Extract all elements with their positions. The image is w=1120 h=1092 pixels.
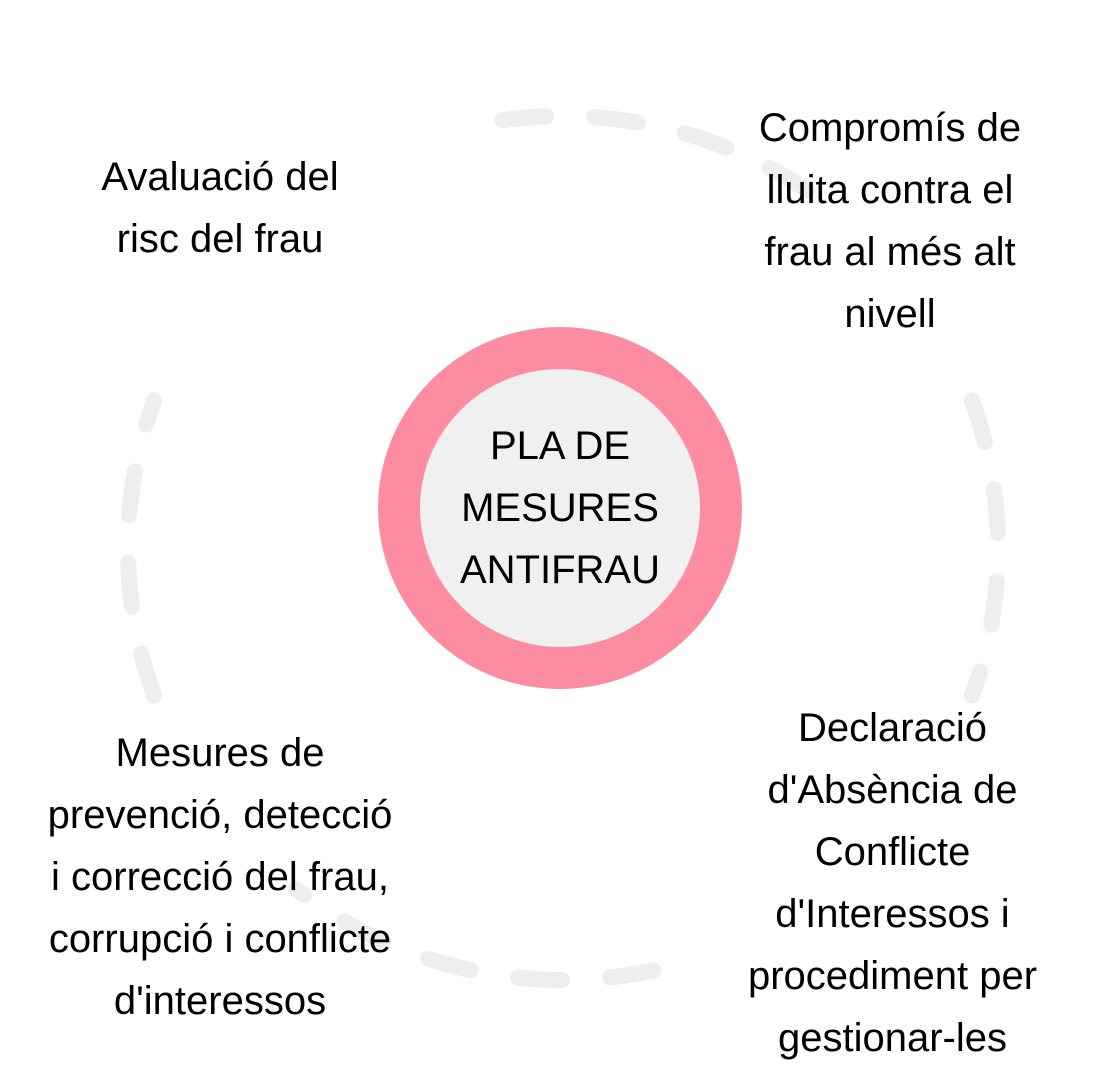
node-text-line: frau al més alt xyxy=(764,230,1016,274)
dashed-ring-arc xyxy=(494,108,839,216)
node-text-line: corrupció i conflicte xyxy=(48,917,392,961)
node-text-line: Declaració xyxy=(798,706,987,750)
node-conflict-declaration: Declaració d'Absència de Conflicte d'Int… xyxy=(720,697,1065,1069)
node-text-line: Avaluació del xyxy=(101,155,339,199)
center-title-line: PLA DE xyxy=(489,424,631,468)
center-title: PLA DE MESURES ANTIFRAU xyxy=(440,415,680,601)
node-text-line: i correcció del frau, xyxy=(51,855,389,899)
center-circle-inner: PLA DE MESURES ANTIFRAU xyxy=(420,369,700,647)
node-text-line: d'interessos xyxy=(113,979,327,1023)
dashed-ring-arc xyxy=(963,392,1007,704)
node-text-line: gestionar-les xyxy=(777,1016,1007,1060)
node-text-line: lluita contra el xyxy=(766,168,1014,212)
node-text-line: d'Interessos i xyxy=(775,892,1010,936)
node-text-line: nivell xyxy=(844,292,936,336)
node-text-line: d'Absència de xyxy=(767,768,1018,812)
center-title-line: ANTIFRAU xyxy=(460,548,660,592)
node-text-line: Mesures de xyxy=(115,731,325,775)
dashed-ring-arc xyxy=(287,880,662,988)
center-title-line: MESURES xyxy=(461,486,659,530)
node-text-line: risc del frau xyxy=(116,217,324,261)
node-text-line: Conflicte xyxy=(814,830,971,874)
node-text-line: Compromís de xyxy=(758,106,1022,150)
node-text-line: procediment per xyxy=(747,954,1038,998)
dashed-ring-arc xyxy=(119,392,163,704)
node-commitment: Compromís de lluita contra el frau al mé… xyxy=(735,97,1045,345)
node-text-line: prevenció, detecció xyxy=(47,793,393,837)
node-risk-assessment: Avaluació del risc del frau xyxy=(60,146,380,270)
center-circle: PLA DE MESURES ANTIFRAU xyxy=(378,327,742,689)
node-prevention-measures: Mesures de prevenció, detecció i correcc… xyxy=(20,722,420,1032)
